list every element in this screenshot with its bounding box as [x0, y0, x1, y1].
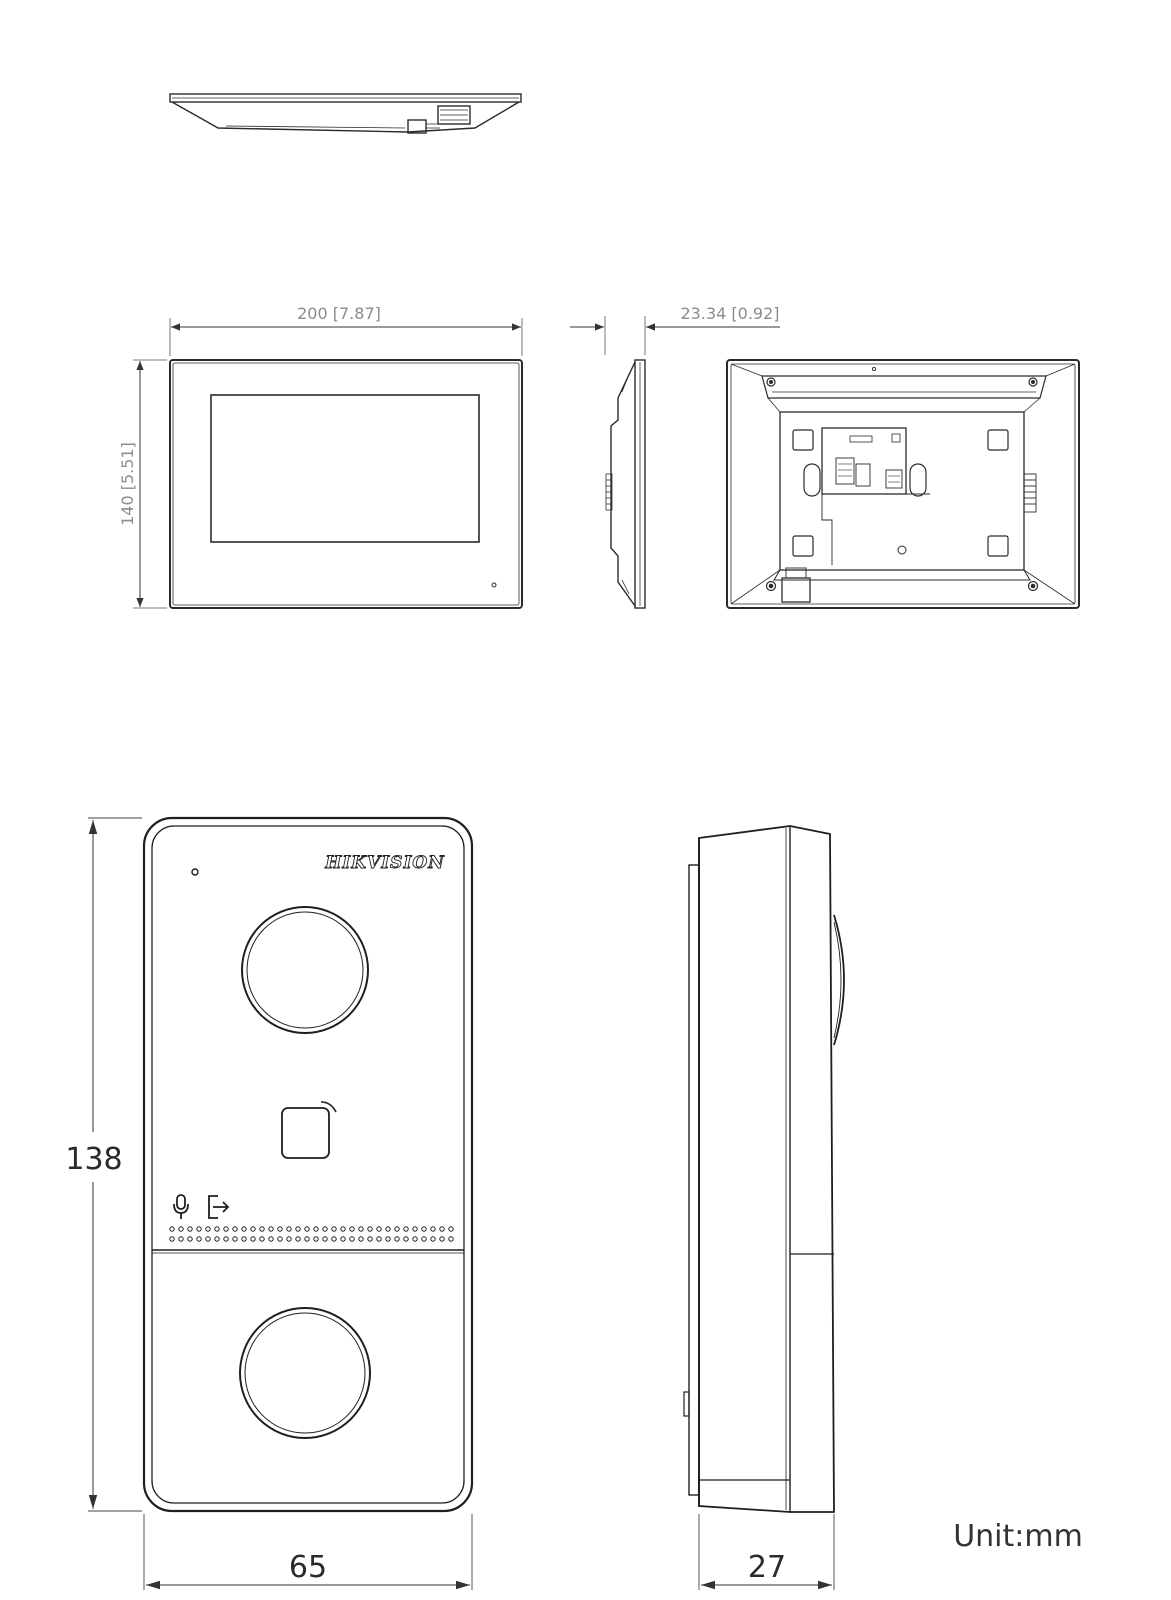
speaker-hole	[277, 1226, 283, 1232]
speaker-hole	[322, 1236, 328, 1242]
speaker-hole	[439, 1226, 445, 1232]
speaker-hole	[349, 1236, 355, 1242]
speaker-hole	[403, 1226, 409, 1232]
monitor-width-label: 200 [7.87]	[297, 304, 381, 323]
speaker-hole	[205, 1236, 211, 1242]
speaker-hole	[268, 1236, 274, 1242]
monitor-height-label: 140 [5.51]	[118, 442, 137, 526]
speaker-hole	[268, 1226, 274, 1232]
speaker-hole	[367, 1236, 373, 1242]
speaker-hole	[394, 1226, 400, 1232]
speaker-hole	[304, 1226, 310, 1232]
speaker-hole	[241, 1226, 247, 1232]
speaker-hole	[412, 1226, 418, 1232]
speaker-hole	[196, 1226, 202, 1232]
monitor-width-dimension: 200 [7.87]	[169, 304, 523, 356]
monitor-top-view	[169, 93, 522, 134]
monitor-depth-label: 23.34 [0.92]	[681, 304, 780, 323]
speaker-hole	[214, 1226, 220, 1232]
speaker-hole	[187, 1226, 193, 1232]
monitor-height-dimension: 140 [5.51]	[118, 359, 167, 609]
speaker-hole	[196, 1236, 202, 1242]
speaker-hole	[187, 1236, 193, 1242]
speaker-hole	[448, 1236, 454, 1242]
speaker-hole	[178, 1226, 184, 1232]
speaker-hole	[430, 1236, 436, 1242]
monitor-rear-view	[726, 359, 1080, 609]
speaker-hole	[178, 1236, 184, 1242]
speaker-hole	[448, 1226, 454, 1232]
speaker-hole	[241, 1236, 247, 1242]
speaker-hole	[169, 1236, 175, 1242]
speaker-hole	[259, 1236, 265, 1242]
speaker-hole	[232, 1236, 238, 1242]
speaker-hole	[421, 1236, 427, 1242]
speaker-hole	[331, 1226, 337, 1232]
speaker-hole	[286, 1226, 292, 1232]
door-station-height-label: 138	[65, 1142, 122, 1177]
speaker-hole	[412, 1236, 418, 1242]
speaker-hole	[340, 1226, 346, 1232]
speaker-grille	[169, 1226, 454, 1242]
speaker-hole	[313, 1226, 319, 1232]
door-station-depth-label: 27	[748, 1550, 786, 1585]
speaker-hole	[205, 1226, 211, 1232]
speaker-hole	[331, 1236, 337, 1242]
monitor-front-view	[169, 359, 523, 609]
speaker-hole	[430, 1226, 436, 1232]
speaker-hole	[403, 1236, 409, 1242]
door-station-front-view	[142, 816, 474, 1513]
brand-logo: HIKVISION	[324, 853, 445, 873]
speaker-hole	[286, 1236, 292, 1242]
monitor-depth-dimension: 23.34 [0.92]	[570, 304, 780, 355]
speaker-hole	[250, 1236, 256, 1242]
door-station-depth-dimension: 27	[698, 1514, 835, 1590]
speaker-hole	[376, 1226, 382, 1232]
speaker-hole	[358, 1226, 364, 1232]
speaker-hole	[223, 1226, 229, 1232]
speaker-hole	[385, 1226, 391, 1232]
unit-label: Unit:mm	[953, 1519, 1083, 1554]
speaker-hole	[439, 1236, 445, 1242]
speaker-hole	[322, 1226, 328, 1232]
speaker-hole	[340, 1236, 346, 1242]
speaker-hole	[349, 1226, 355, 1232]
speaker-hole	[214, 1236, 220, 1242]
speaker-hole	[169, 1226, 175, 1232]
speaker-hole	[394, 1236, 400, 1242]
speaker-hole	[250, 1226, 256, 1232]
microphone-icon	[173, 1194, 189, 1219]
speaker-hole	[376, 1236, 382, 1242]
speaker-hole	[223, 1236, 229, 1242]
speaker-hole	[313, 1236, 319, 1242]
door-station-height-dimension: 138	[65, 817, 142, 1512]
speaker-hole	[295, 1236, 301, 1242]
monitor-side-view	[605, 359, 646, 609]
door-station-side-view	[683, 825, 845, 1513]
door-open-icon	[208, 1195, 230, 1219]
speaker-hole	[232, 1226, 238, 1232]
speaker-hole	[358, 1236, 364, 1242]
speaker-hole	[295, 1226, 301, 1232]
speaker-hole	[385, 1236, 391, 1242]
speaker-hole	[304, 1236, 310, 1242]
speaker-hole	[367, 1226, 373, 1232]
door-station-width-dimension: 65	[143, 1514, 473, 1590]
speaker-hole	[259, 1226, 265, 1232]
speaker-hole	[277, 1236, 283, 1242]
door-station-width-label: 65	[289, 1550, 327, 1585]
speaker-hole	[421, 1226, 427, 1232]
